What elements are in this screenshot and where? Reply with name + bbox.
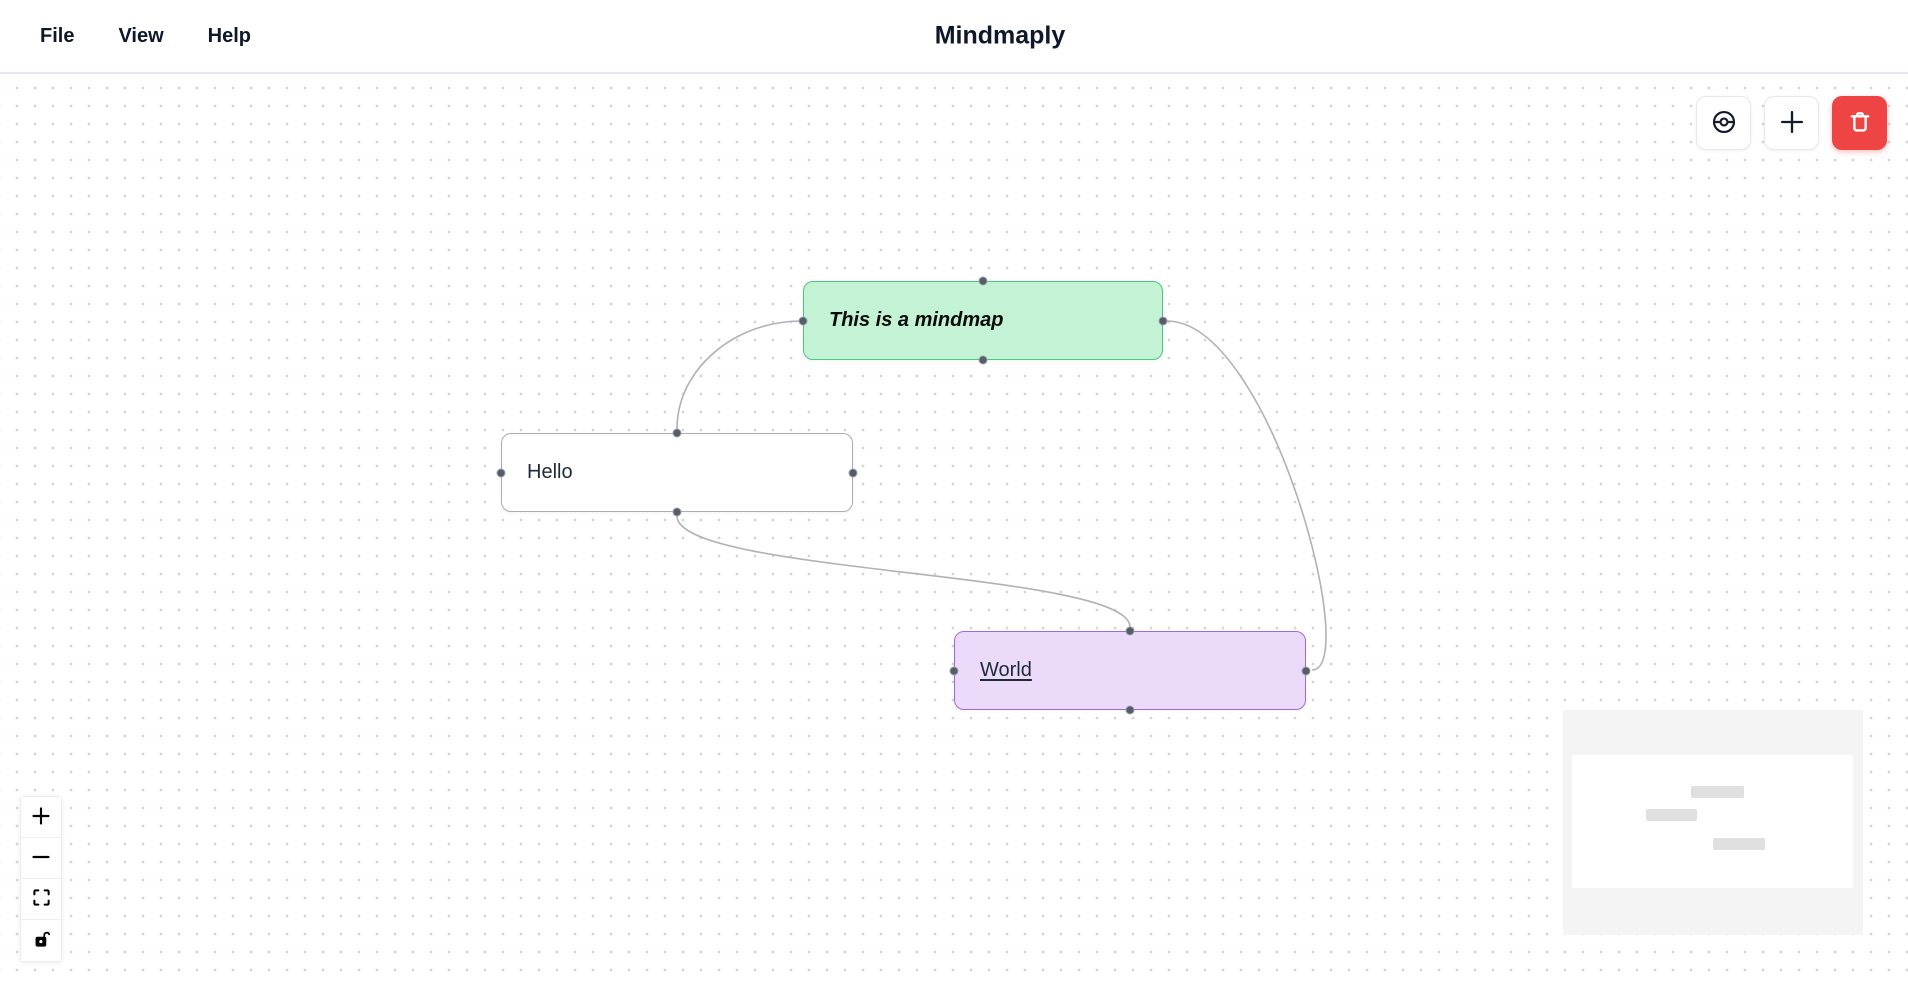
node-handle-left-world[interactable] — [949, 666, 959, 675]
node-handle-left-hello[interactable] — [496, 468, 506, 477]
zoom-out-button[interactable] — [21, 838, 61, 879]
minimap-node-1 — [1646, 809, 1697, 821]
mindmap-node-hello[interactable]: Hello — [501, 433, 853, 512]
canvas-controls — [20, 796, 62, 962]
fit-view-icon — [32, 888, 51, 910]
node-handle-top-root[interactable] — [978, 276, 988, 286]
node-handle-left-root[interactable] — [798, 316, 808, 325]
node-handle-top-world[interactable] — [1125, 626, 1135, 636]
node-handle-right-world[interactable] — [1301, 666, 1311, 675]
zoom-in-button[interactable] — [21, 797, 61, 838]
add-node-button[interactable] — [1764, 96, 1819, 150]
node-handle-right-root[interactable] — [1158, 316, 1168, 325]
minimap-node-0 — [1691, 786, 1744, 798]
edge-hello-world[interactable] — [676, 515, 1131, 628]
trash-icon — [1847, 109, 1873, 138]
menu-item-help[interactable]: Help — [207, 24, 252, 47]
node-handle-bottom-world[interactable] — [1125, 705, 1135, 715]
circle-dot-icon — [1711, 109, 1737, 138]
mindmap-node-root[interactable]: This is a mindmap — [803, 281, 1163, 360]
node-handle-right-hello[interactable] — [848, 468, 858, 477]
app-header: File View Help Mindmaply — [0, 0, 1908, 74]
node-toolbar — [1696, 96, 1887, 150]
minimap-node-2 — [1713, 838, 1765, 850]
minus-icon — [31, 847, 51, 870]
mindmap-node-world[interactable]: World — [954, 631, 1306, 710]
lock-toggle-button[interactable] — [21, 920, 61, 961]
menu-bar: File View Help — [40, 0, 251, 72]
menu-item-view[interactable]: View — [118, 24, 164, 47]
plus-icon — [1778, 108, 1806, 139]
node-handle-bottom-root[interactable] — [978, 355, 988, 365]
edge-root-world[interactable] — [1166, 320, 1327, 671]
node-label: World — [980, 659, 1032, 681]
fit-view-button[interactable] — [21, 879, 61, 920]
edge-root-hello[interactable] — [676, 320, 802, 430]
minimap[interactable] — [1563, 710, 1863, 935]
menu-item-file[interactable]: File — [40, 24, 75, 47]
node-label: This is a mindmap — [829, 309, 1004, 331]
focus-mode-button[interactable] — [1696, 96, 1751, 150]
node-handle-top-hello[interactable] — [672, 428, 682, 438]
node-handle-bottom-hello[interactable] — [672, 507, 682, 517]
plus-icon — [31, 806, 51, 829]
minimap-viewport[interactable] — [1572, 755, 1853, 888]
delete-node-button[interactable] — [1832, 96, 1887, 150]
node-label: Hello — [527, 461, 573, 483]
unlock-icon — [32, 930, 51, 952]
app-title: Mindmaply — [934, 21, 1066, 50]
